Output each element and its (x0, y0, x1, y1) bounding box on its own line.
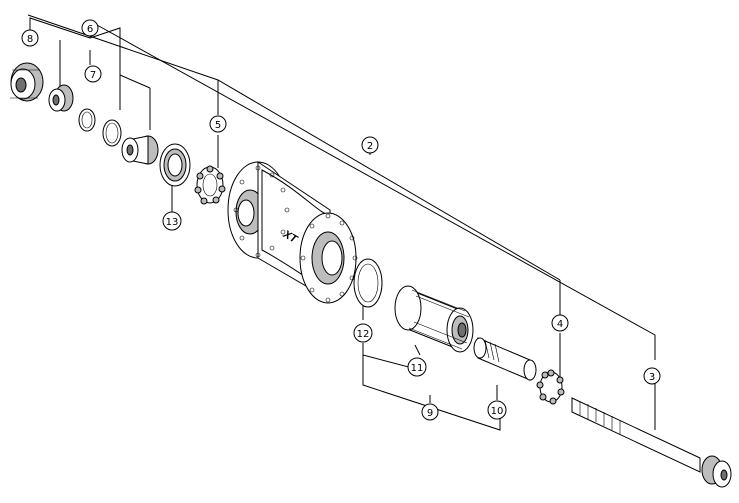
axle-part (571, 397, 732, 488)
callout-10: 10 (487, 400, 507, 420)
freehub-body-part (394, 285, 474, 353)
svg-text:12: 12 (357, 329, 370, 340)
washer-part (78, 108, 96, 132)
svg-text:2: 2 (367, 141, 373, 152)
callout-9: 9 (421, 403, 439, 421)
callout-7: 7 (84, 65, 102, 83)
svg-text:7: 7 (90, 70, 96, 81)
freehub-spacer-part (353, 258, 383, 308)
svg-text:8: 8 (27, 34, 33, 45)
svg-text:13: 13 (166, 217, 179, 228)
leader-lines (27, 14, 656, 431)
svg-text:4: 4 (557, 319, 563, 330)
svg-text:3: 3 (649, 372, 655, 383)
callout-11: 11 (407, 357, 427, 377)
callout-6: 6 (81, 19, 99, 37)
dust-seal-part (159, 143, 191, 187)
bearing-cup-part (121, 135, 159, 165)
callout-5: 5 (209, 115, 227, 133)
cone-part (48, 84, 74, 112)
spacer-ring-part (102, 119, 122, 147)
callout-13: 13 (162, 211, 182, 231)
end-cap-part (10, 62, 44, 102)
axle-sleeve-part (473, 337, 537, 381)
hub-shell-part: XT (227, 161, 358, 304)
svg-text:5: 5 (215, 120, 221, 131)
callout-12: 12 (353, 323, 373, 343)
svg-text:6: 6 (87, 24, 93, 35)
callout-3: 3 (643, 367, 661, 385)
callout-4: 4 (551, 314, 569, 332)
ball-retainer-part (194, 165, 226, 205)
svg-text:10: 10 (491, 406, 504, 417)
callout-2: 2 (361, 136, 379, 154)
svg-text:11: 11 (411, 363, 424, 374)
small-ball-retainer-part (536, 369, 565, 405)
svg-text:9: 9 (427, 408, 433, 419)
callout-8: 8 (21, 29, 39, 47)
